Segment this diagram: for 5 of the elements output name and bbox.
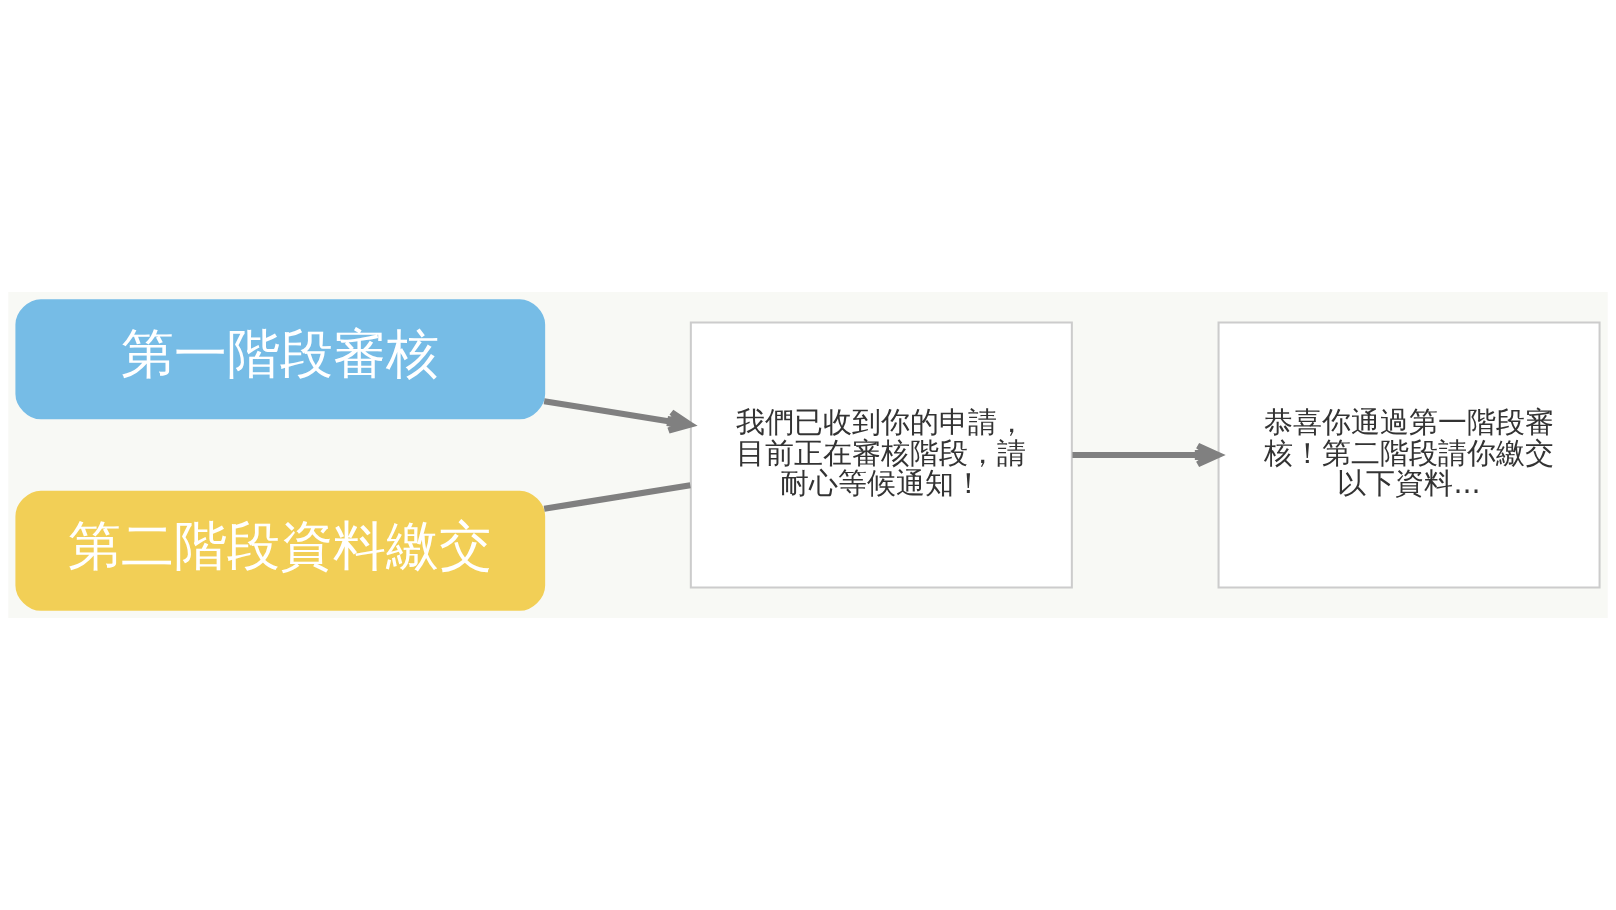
node-box: 我們已收到你的申請，目前正在審核階段，請耐心等候通知！ xyxy=(689,321,1073,589)
node-box: 第一階段審核 xyxy=(15,299,546,420)
connector xyxy=(543,482,691,512)
node-box: 第二階段資料繳交 xyxy=(15,490,546,611)
node-box: 恭喜你通過第一階段審核！第二階段請你繳交以下資料... xyxy=(1217,321,1601,589)
